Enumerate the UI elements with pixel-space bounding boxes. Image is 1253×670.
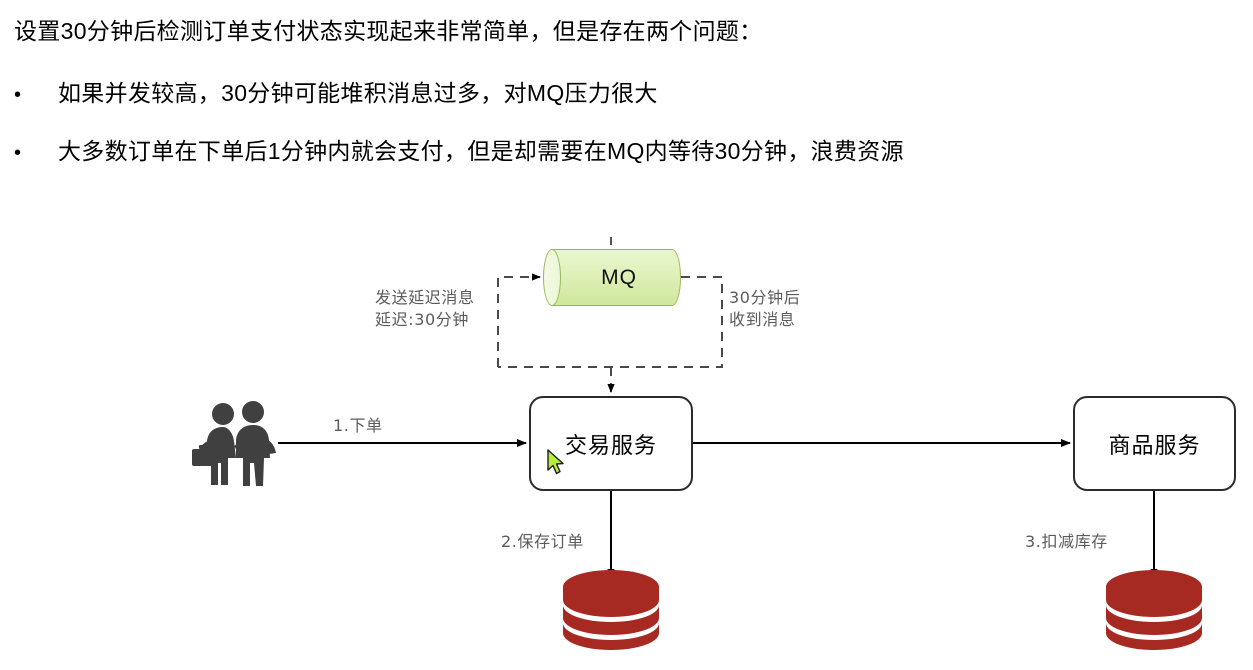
node-product-service[interactable]: 商品服务 [1073,396,1236,491]
node-mq-label: MQ [601,265,637,289]
mq-cylinder-body [552,249,681,306]
edge-label-deduct-stock: 3.扣减库存 [1025,532,1108,551]
edge-label-save-order: 2.保存订单 [501,532,584,551]
users-people-icon [192,401,276,486]
edge-label-send-delay: 发送延迟消息 延迟:30分钟 [375,287,475,331]
bullet-text: 大多数订单在下单后1分钟内就会支付，但是却需要在MQ内等待30分钟，浪费资源 [58,138,904,164]
bullet-item: • 如果并发较高，30分钟可能堆积消息过多，对MQ压力很大 [14,78,1244,110]
edge-send-delay-message [497,273,541,367]
edge-label-send-delay-line1: 发送延迟消息 [375,288,475,307]
node-trade-service[interactable]: 交易服务 [529,396,693,491]
node-mq[interactable]: MQ [543,249,681,306]
database-icon [1106,570,1202,650]
lead-paragraph: 设置30分钟后检测订单支付状态实现起来非常简单，但是存在两个问题： [14,18,763,44]
bullet-marker-icon: • [14,142,22,164]
bullet-item: • 大多数订单在下单后1分钟内就会支付，但是却需要在MQ内等待30分钟，浪费资源 [14,136,1244,168]
edge-label-send-delay-line2: 延迟:30分钟 [375,310,469,329]
mouse-pointer-icon [547,449,564,475]
bullet-marker-icon: • [14,84,22,106]
edge-label-receive-line1: 30分钟后 [729,288,801,307]
node-trade-service-label: 交易服务 [564,432,657,458]
edge-label-place-order: 1.下单 [333,416,383,435]
edge-label-receive-after-delay: 30分钟后 收到消息 [729,287,800,331]
database-icon [563,570,659,650]
mq-anchor-tick-icon [610,237,612,245]
mq-cylinder-cap [543,249,561,306]
edge-label-receive-line2: 收到消息 [729,310,796,329]
node-product-service-label: 商品服务 [1108,432,1201,458]
bullet-text: 如果并发较高，30分钟可能堆积消息过多，对MQ压力很大 [58,80,658,106]
